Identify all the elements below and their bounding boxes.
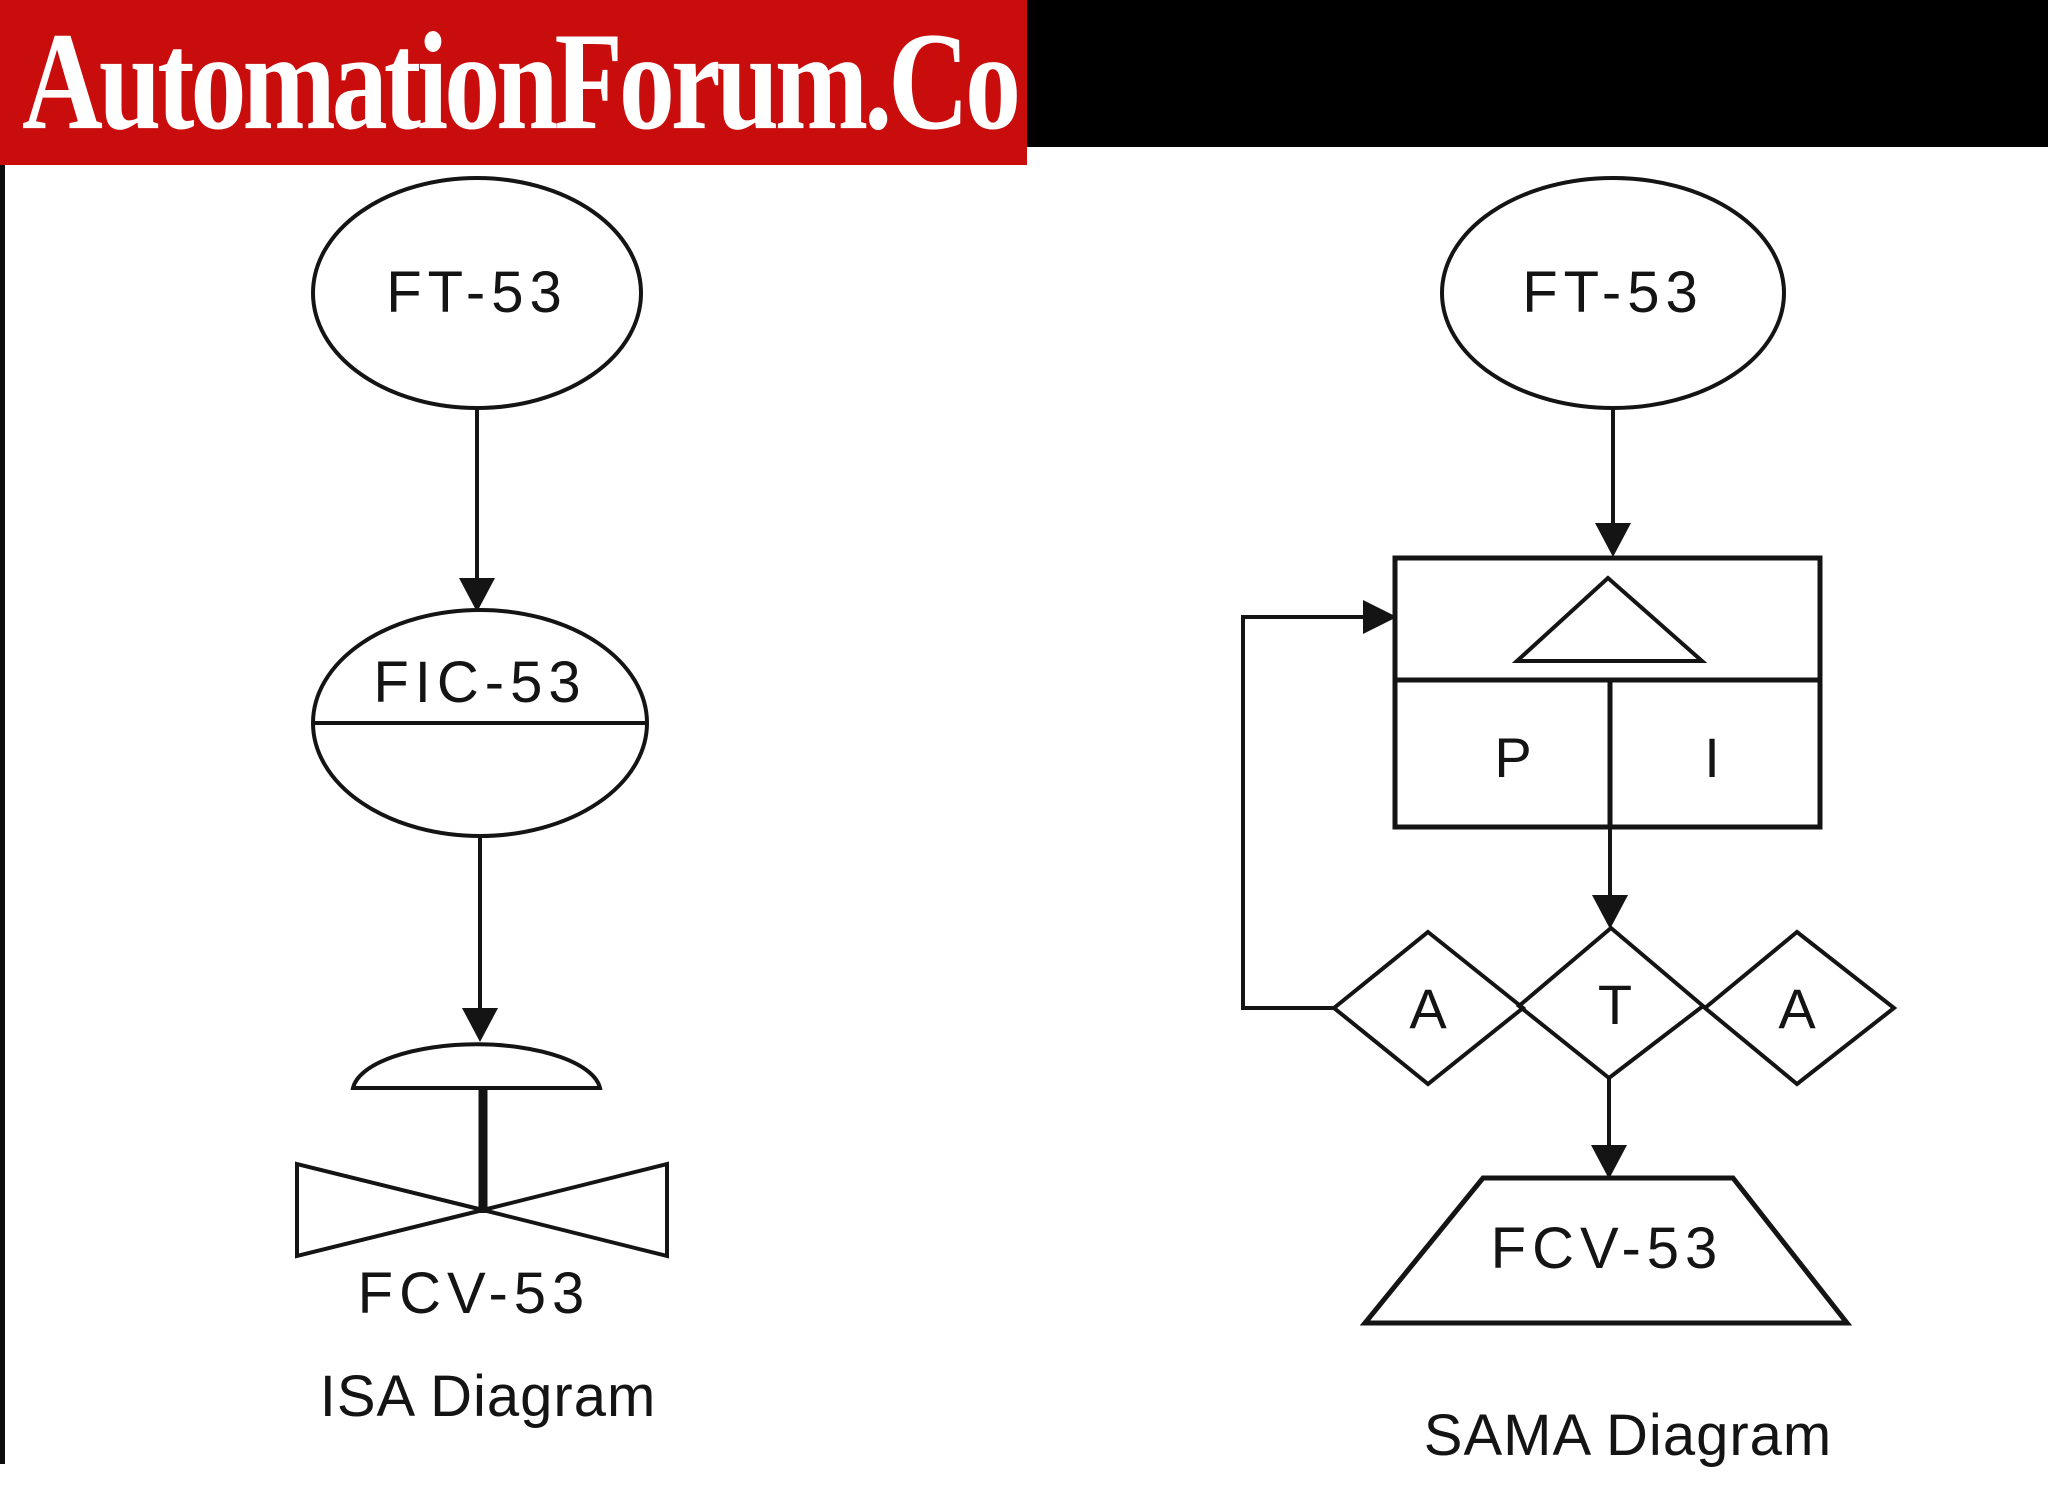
sama-auto-diamond-left [1330,929,1527,1087]
sama-auto-diamond-right [1701,929,1898,1087]
sama-integral-label: I [1704,726,1720,789]
sama-auto-right-label: A [1778,977,1816,1040]
isa-valve-actuator-dome [350,1042,603,1090]
sama-setpoint-triangle [1511,575,1708,663]
sama-diagram: FT-53 P I A T A [1241,176,1898,1468]
isa-valve-body-right [482,1161,669,1259]
isa-diagram: FT-53 FIC-53 FCV-53 ISA Diagram [295,176,669,1429]
sama-feedback-arrowhead [1363,600,1397,634]
sama-caption: SAMA Diagram [1424,1403,1832,1468]
sama-arrowhead-2 [1592,895,1628,929]
sama-transmitter-label: FT-53 [1522,260,1704,325]
sama-arrowhead-3 [1591,1145,1627,1179]
sama-proportional-label: P [1494,726,1531,789]
isa-transmitter-label: FT-53 [386,260,568,325]
sama-arrowhead-1 [1595,523,1631,557]
sama-valve-label: FCV-53 [1491,1216,1724,1281]
sama-auto-left-label: A [1409,977,1447,1040]
isa-valve-label: FCV-53 [358,1261,591,1326]
isa-valve-body-left [295,1161,484,1259]
site-banner: AutomationForum.Co [0,0,1027,165]
isa-caption: ISA Diagram [320,1364,657,1429]
left-edge-border [0,165,5,1464]
top-black-bar [1027,0,2048,147]
isa-arrowhead-2 [462,1008,498,1042]
sama-transfer-label: T [1598,973,1632,1036]
sama-valve-trapezoid [1359,1175,1853,1326]
sama-feedback-line [1241,615,1366,1010]
site-banner-title: AutomationForum.Co [22,4,1021,160]
isa-arrowhead-1 [459,578,495,612]
isa-controller-label: FIC-53 [373,650,586,715]
